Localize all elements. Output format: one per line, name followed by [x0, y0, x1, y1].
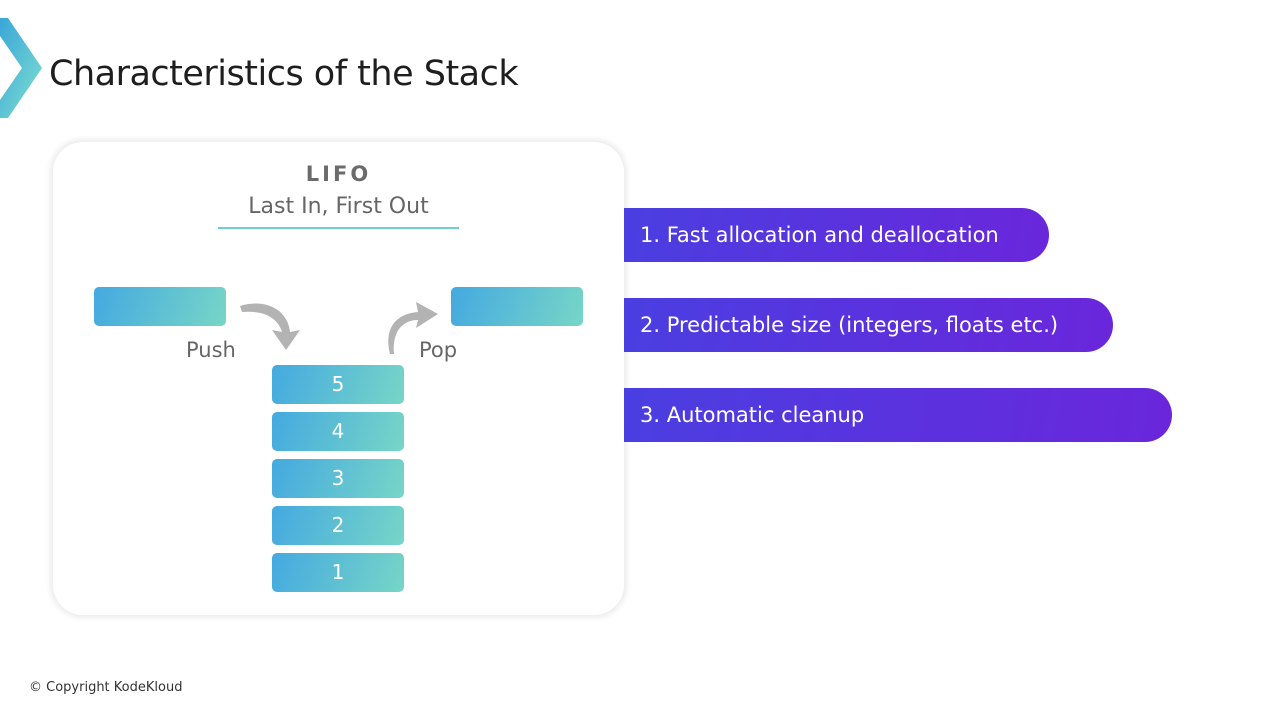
push-label: Push: [186, 338, 236, 362]
heading-underline: [218, 227, 459, 229]
lifo-subheading: Last In, First Out: [248, 194, 429, 219]
characteristic-pill-1: 1. Fast allocation and deallocation: [624, 208, 1049, 262]
copyright-footer: © Copyright KodeKloud: [29, 680, 183, 695]
pop-arrow-icon: [388, 302, 438, 354]
push-arrow-icon: [240, 303, 300, 350]
slide-title: Characteristics of the Stack: [49, 54, 519, 94]
pop-label: Pop: [419, 338, 458, 362]
stack-item: 3: [272, 459, 404, 498]
push-block: [94, 287, 226, 326]
characteristic-pill-3: 3. Automatic cleanup: [624, 388, 1172, 442]
stack-item: 4: [272, 412, 404, 451]
kodekloud-logo-chevron-icon: [0, 18, 42, 118]
stack-item: 2: [272, 506, 404, 545]
stack-item: 1: [272, 553, 404, 592]
characteristic-pill-2: 2. Predictable size (integers, floats et…: [624, 298, 1113, 352]
stack-item: 5: [272, 365, 404, 404]
lifo-heading: LIFO: [305, 162, 372, 186]
pop-block: [451, 287, 583, 326]
